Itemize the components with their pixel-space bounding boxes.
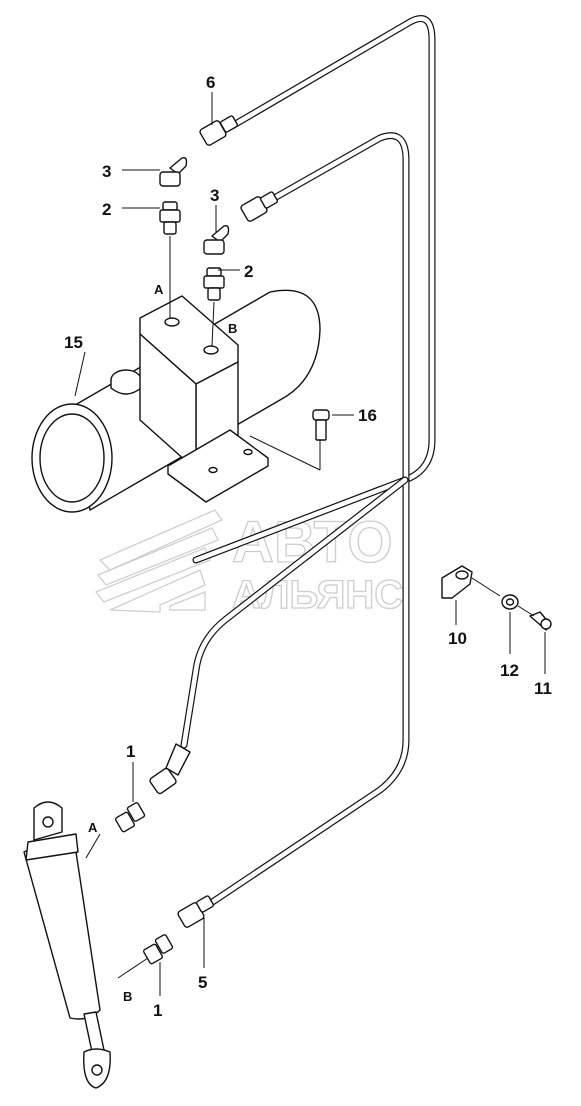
adapter-2-left	[159, 201, 181, 235]
elbow-fitting-3-left	[159, 156, 188, 187]
leader-lines	[74, 92, 546, 996]
hose-fitting-lower-a	[149, 743, 191, 795]
fitting-1-bottom	[142, 934, 174, 965]
callout-5: 5	[198, 973, 207, 992]
fitting-1-top	[114, 802, 146, 833]
callout-11: 11	[534, 679, 552, 698]
callout-3-left: 3	[102, 162, 111, 181]
clamp-10	[441, 565, 473, 599]
port-label-cylinder-a: A	[88, 820, 98, 835]
washer-12	[501, 594, 519, 610]
bolt-16	[312, 409, 330, 441]
callouts: 6 3 2 3 2 15 16 10 12 11 1 5 1	[64, 73, 552, 1020]
assembly-lines	[169, 236, 321, 471]
callout-10: 10	[448, 629, 467, 648]
callout-2-right: 2	[244, 262, 253, 281]
callout-16: 16	[358, 406, 377, 425]
hose-fitting-upper-b	[240, 191, 279, 222]
port-label-cylinder-b: B	[123, 989, 132, 1004]
hose-6	[192, 15, 436, 564]
hose-5	[204, 132, 410, 909]
callout-15: 15	[64, 333, 83, 352]
callout-2-left: 2	[102, 200, 111, 219]
hose-lower-a	[180, 476, 409, 749]
adapter-2-right	[203, 267, 225, 301]
watermark-logo: АВТО АЛЬЯНС	[94, 509, 404, 618]
callout-3-right: 3	[210, 186, 219, 205]
bolt-11	[529, 611, 552, 631]
pump-unit-15	[31, 289, 321, 513]
hose-fitting-6	[199, 115, 239, 146]
watermark-line1: АВТО	[232, 510, 393, 575]
port-label-pump-a: A	[154, 282, 164, 297]
hydraulic-cylinder	[23, 801, 111, 1089]
hose-fitting-5	[177, 895, 215, 928]
callout-12: 12	[500, 661, 519, 680]
watermark-line2: АЛЬЯНС	[232, 573, 403, 617]
elbow-fitting-3-right	[203, 224, 230, 255]
port-labels: A B A B	[88, 282, 237, 1004]
callout-1-bottom: 1	[153, 1001, 162, 1020]
clamp-assembly-lines	[471, 577, 535, 617]
port-label-pump-b: B	[228, 321, 237, 336]
callout-1-top: 1	[126, 742, 135, 761]
callout-6: 6	[206, 73, 215, 92]
